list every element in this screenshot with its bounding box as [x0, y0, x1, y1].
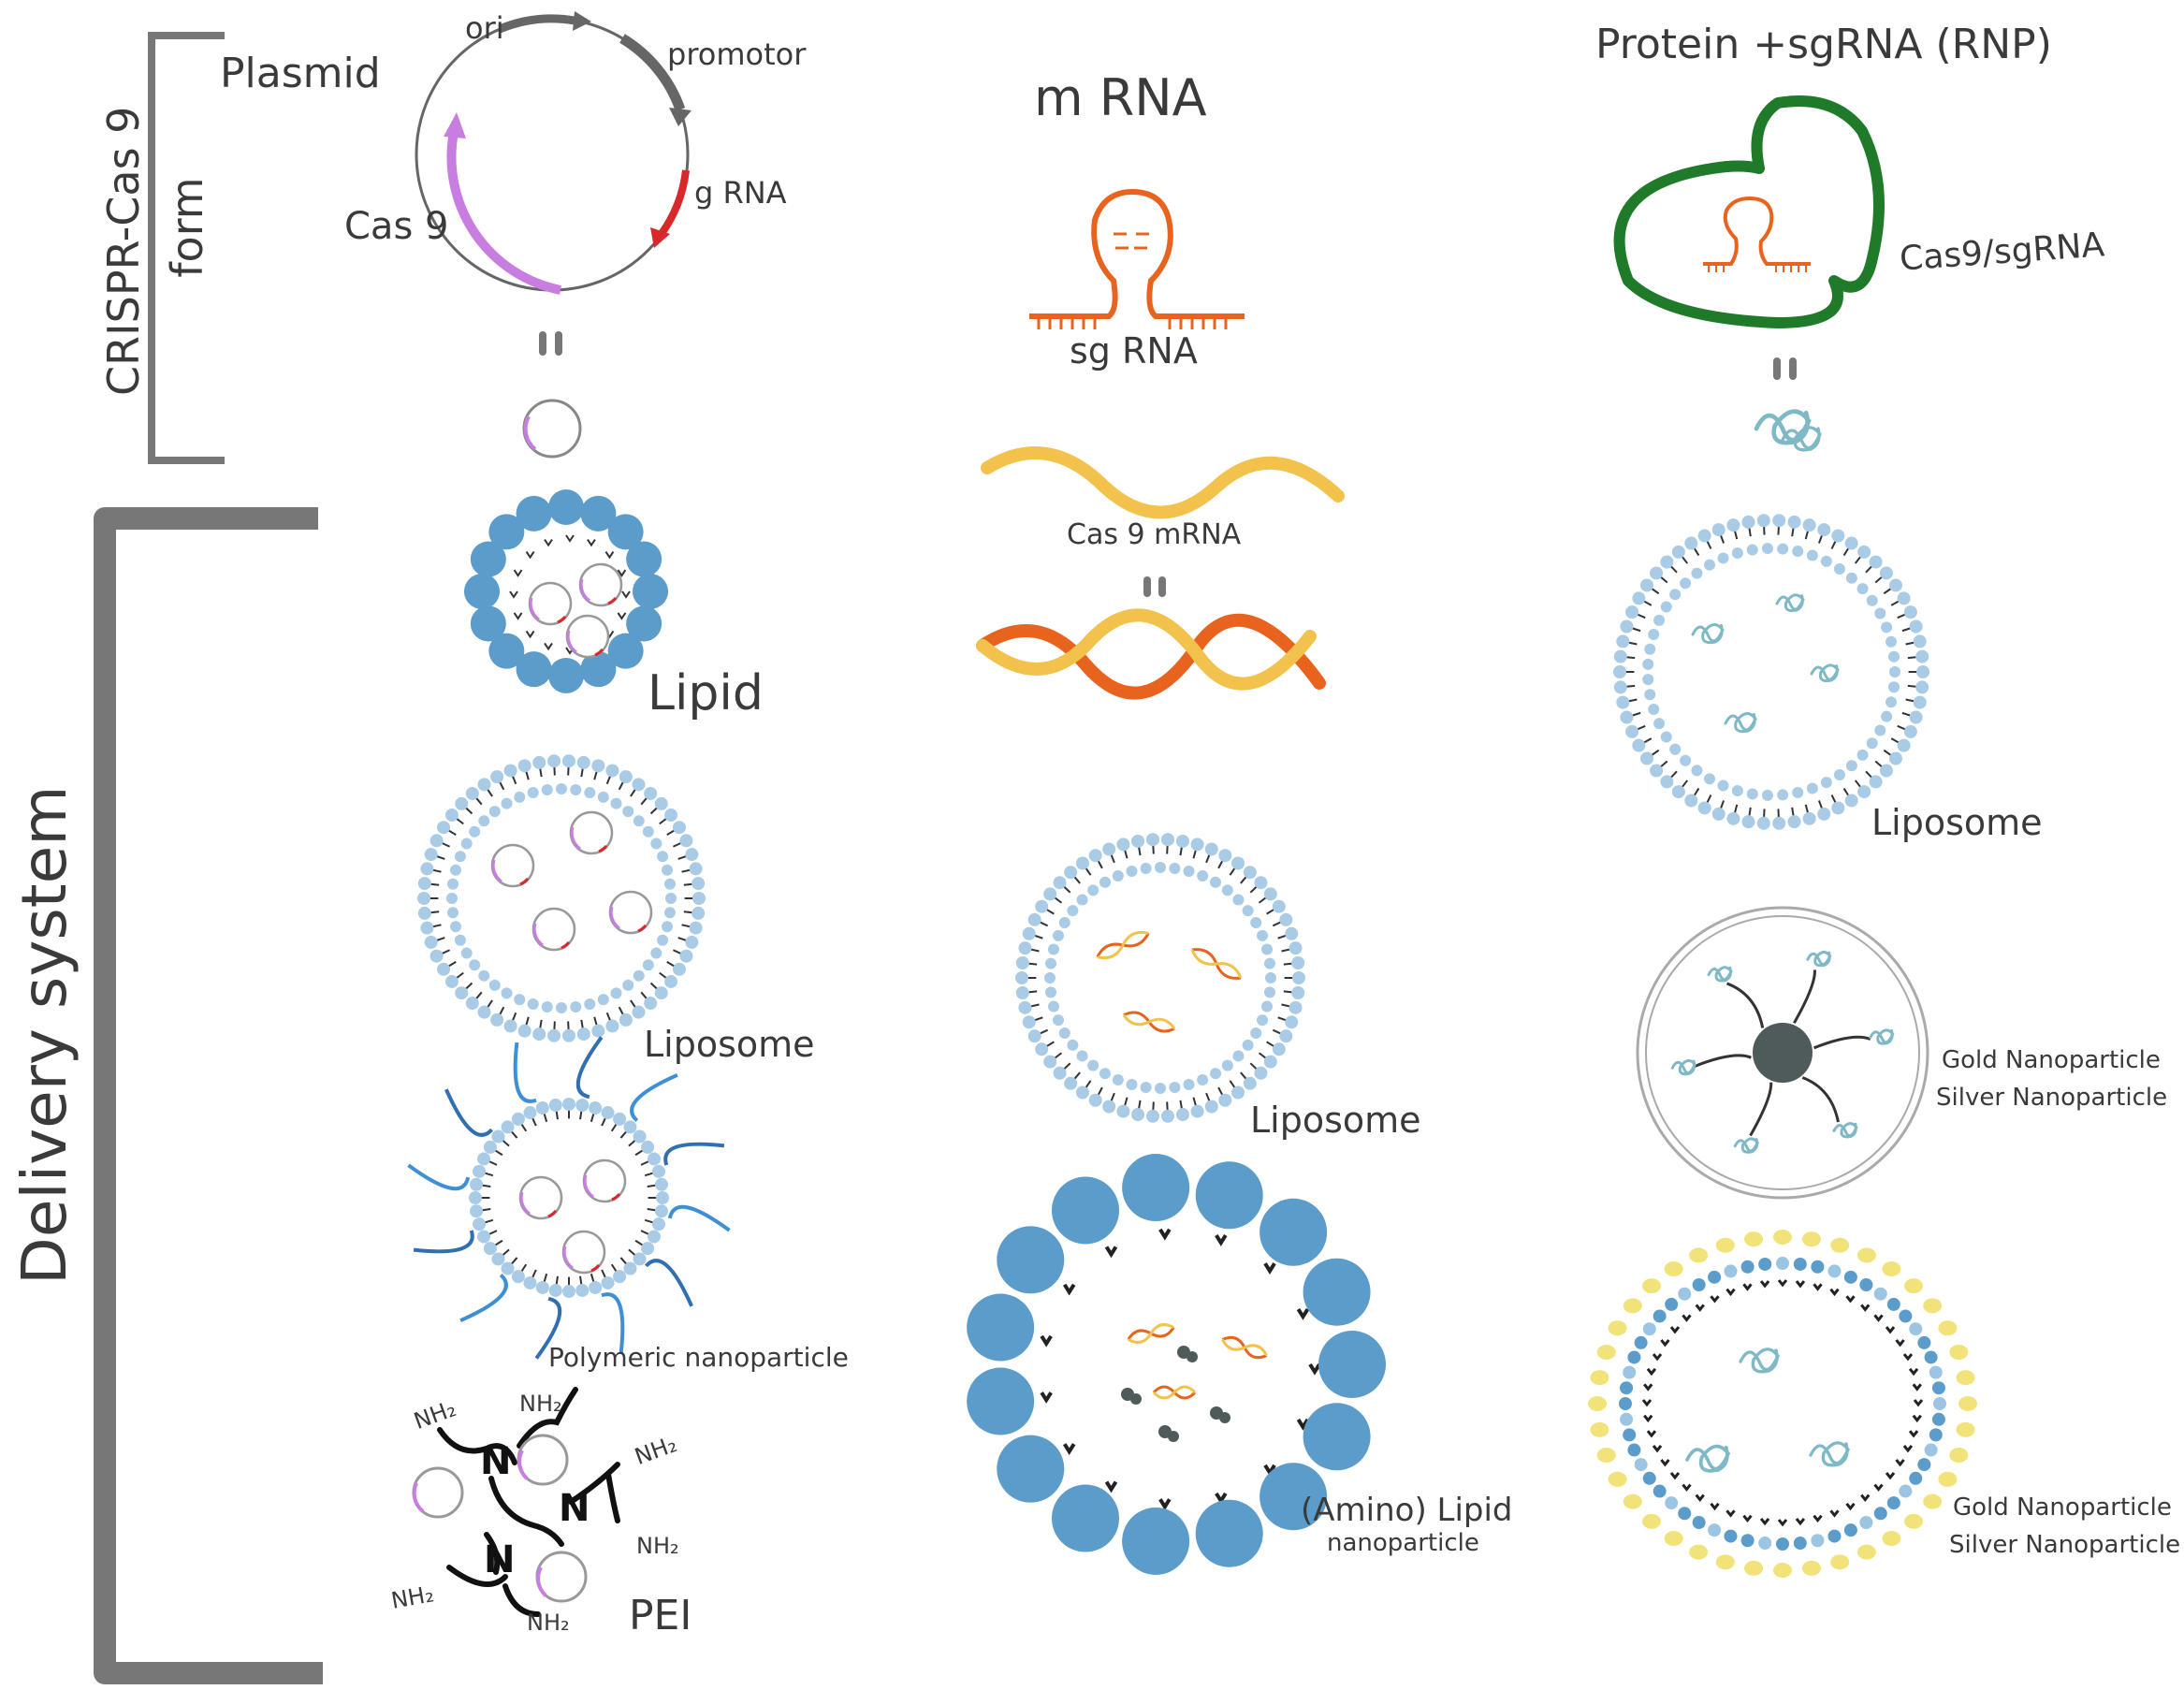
- plasmid-title: Plasmid: [220, 50, 381, 97]
- amino-lipid-label: (Amino) Lipid: [1301, 1492, 1513, 1529]
- polymeric-nanoparticle: [407, 1036, 731, 1360]
- sgrna-hairpin: [1029, 188, 1245, 329]
- equals-sign: [1143, 576, 1166, 597]
- gold-label-2: Gold Nanoparticle: [1953, 1493, 2172, 1522]
- liposome-mrna-label: Liposome: [1250, 1100, 1421, 1141]
- mrna-duplex: [976, 608, 1326, 700]
- nh2-label: NH₂: [519, 1391, 562, 1417]
- liposome-rnp: [1613, 514, 1929, 830]
- pei-complex: N N N: [412, 1387, 620, 1617]
- plasmid-diagram: [415, 11, 692, 295]
- lipid-nanoparticle: [464, 489, 668, 693]
- svg-text:N: N: [480, 1440, 511, 1483]
- crispr-form-bracket: [148, 32, 225, 464]
- gold-silver-nanoparticle-1: [1636, 906, 1929, 1200]
- mrna-title: m RNA: [1034, 68, 1207, 127]
- cas9-sgrna-complex: [1613, 95, 1885, 328]
- cas9-mrna-label: Cas 9 mRNA: [1067, 518, 1242, 551]
- svg-text:N: N: [559, 1487, 590, 1530]
- cas9-protein-icon: [1754, 409, 1822, 452]
- sgrna-label: sg RNA: [1070, 330, 1198, 372]
- amino-lipid-label-2: nanoparticle: [1327, 1529, 1479, 1557]
- delivery-system-label: Delivery system: [8, 785, 80, 1285]
- crispr-form-label: CRISPR-Cas 9: [98, 106, 149, 396]
- liposome-rnp-label: Liposome: [1871, 802, 2043, 843]
- cas9-mrna-strand: [981, 446, 1345, 519]
- grna-label: g RNA: [694, 175, 787, 211]
- cas9-label: Cas 9: [344, 205, 449, 248]
- liposome-plasmid-label: Liposome: [644, 1024, 815, 1065]
- svg-text:N: N: [484, 1538, 515, 1581]
- gold-label-1: Gold Nanoparticle: [1942, 1046, 2161, 1074]
- liposome-mrna: [1015, 833, 1305, 1123]
- equals-sign: [1773, 357, 1797, 380]
- rnp-title: Protein +sgRNA (RNP): [1595, 21, 2052, 68]
- polymeric-label: Polymeric nanoparticle: [548, 1342, 849, 1373]
- delivery-system-bracket: [94, 507, 323, 1684]
- pei-label: PEI: [629, 1592, 692, 1639]
- plasmid-small-icon: [522, 399, 582, 459]
- lipid-label: Lipid: [648, 665, 764, 721]
- equals-sign: [539, 331, 562, 356]
- crispr-form-label-2: form: [162, 177, 212, 278]
- ori-label: ori: [465, 10, 504, 46]
- gold-silver-nanoparticle-2: [1588, 1230, 1977, 1578]
- liposome-plasmid: [417, 754, 706, 1042]
- nh2-label: NH₂: [636, 1533, 679, 1559]
- promotor-label: promotor: [667, 36, 807, 72]
- silver-label-1: Silver Nanoparticle: [1936, 1084, 2168, 1112]
- nh2-label: NH₂: [527, 1610, 570, 1636]
- silver-label-2: Silver Nanoparticle: [1949, 1531, 2181, 1559]
- amino-lipid-nanoparticle: [967, 1154, 1386, 1575]
- nh2-label: NH₂: [388, 1581, 436, 1614]
